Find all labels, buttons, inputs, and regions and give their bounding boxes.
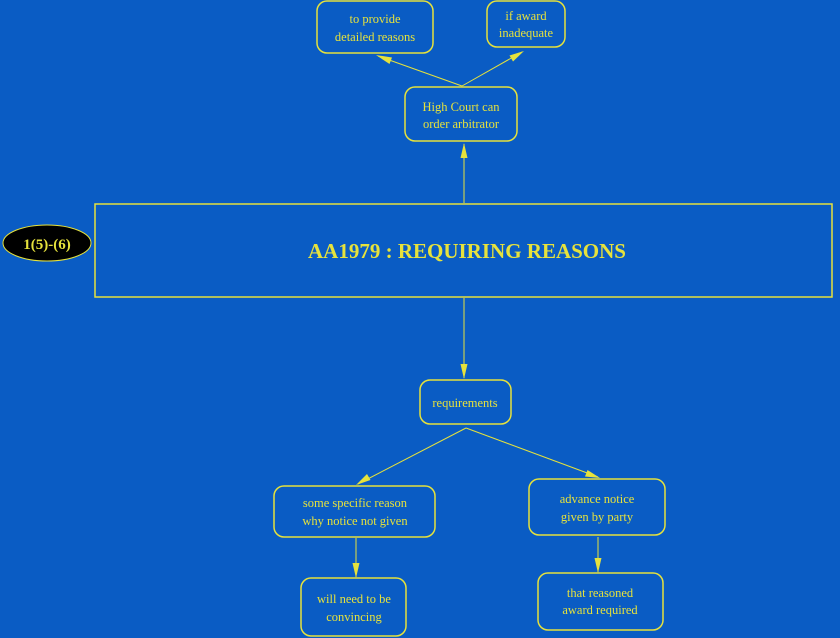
node-high-court: High Court can order arbitrator	[404, 86, 518, 142]
node-reasoned-award-line1: that reasoned	[567, 586, 634, 600]
node-high-court-line1: High Court can	[422, 100, 500, 114]
main-topic-title: AA1979 : REQUIRING REASONS	[308, 239, 626, 263]
node-detailed-reasons: to provide detailed reasons	[316, 0, 434, 54]
arrowhead-detailed-reasons	[376, 55, 392, 64]
node-specific-reason-line1: some specific reason	[303, 496, 408, 510]
arrowhead-award-inadequate	[509, 51, 524, 62]
main-topic-box: AA1979 : REQUIRING REASONS	[94, 203, 833, 298]
arrowhead-convincing	[352, 563, 360, 578]
node-award-inadequate-line1: if award	[505, 9, 547, 23]
node-requirements: requirements	[419, 379, 512, 425]
node-convincing: will need to be convincing	[300, 577, 407, 637]
node-high-court-line2: order arbitrator	[423, 117, 500, 131]
node-reasoned-award-line2: award required	[562, 603, 638, 617]
node-requirements-line1: requirements	[432, 396, 497, 410]
edge-high-court-to-detailed-reasons	[377, 55, 463, 87]
node-specific-reason: some specific reason why notice not give…	[273, 485, 436, 538]
node-detailed-reasons-line2: detailed reasons	[335, 30, 415, 44]
node-award-inadequate-line2: inadequate	[499, 26, 554, 40]
node-advance-notice: advance notice given by party	[528, 478, 666, 536]
node-reasoned-award: that reasoned award required	[537, 572, 664, 631]
node-specific-reason-line2: why notice not given	[302, 514, 408, 528]
edge-requirements-to-advance-notice	[465, 427, 599, 478]
arrowhead-high-court	[460, 143, 468, 158]
reference-tag: 1(5)-(6)	[2, 224, 92, 262]
node-award-inadequate: if award inadequate	[486, 0, 566, 48]
node-convincing-line2: convincing	[326, 610, 382, 624]
edge-requirements-to-specific-reason	[357, 427, 467, 485]
node-detailed-reasons-line1: to provide	[349, 12, 400, 26]
node-advance-notice-line1: advance notice	[560, 492, 635, 506]
reference-tag-label: 1(5)-(6)	[23, 237, 70, 253]
arrowhead-advance-notice	[585, 470, 600, 478]
node-convincing-line1: will need to be	[317, 592, 391, 606]
arrowhead-specific-reason	[356, 474, 371, 485]
node-advance-notice-line2: given by party	[561, 510, 634, 524]
arrowhead-requirements	[460, 364, 468, 379]
arrowhead-reasoned-award	[594, 558, 602, 573]
